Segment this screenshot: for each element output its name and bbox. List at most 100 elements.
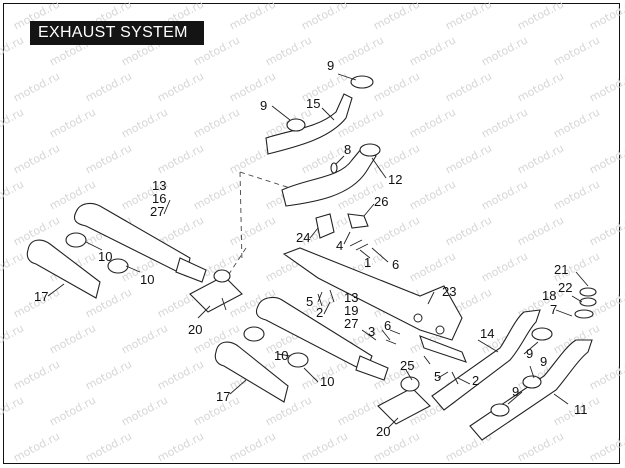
watermark-text: motod.ru	[443, 69, 494, 104]
clamp-top	[350, 75, 374, 89]
guide-line-1	[239, 171, 243, 263]
bracket-26	[347, 213, 369, 229]
page-title: EXHAUST SYSTEM	[30, 21, 204, 45]
clamp-pipe-14	[531, 327, 553, 341]
watermark-text: motod.ru	[119, 321, 170, 356]
callout-c35: 9	[526, 346, 533, 361]
watermark-text: motod.ru	[11, 429, 62, 464]
watermark-text: motod.ru	[11, 357, 62, 392]
watermark-text: motod.ru	[47, 321, 98, 356]
header-pipe-rear	[281, 147, 377, 207]
watermark-text: motod.ru	[83, 357, 134, 392]
callout-c4: 8	[344, 142, 351, 157]
watermark-text: motod.ru	[515, 69, 566, 104]
watermark-text: motod.ru	[47, 105, 98, 140]
watermark-text: motod.ru	[47, 393, 98, 428]
callout-c16: 17	[34, 289, 48, 304]
watermark-text: motod.ru	[551, 33, 602, 68]
callout-c5: 12	[388, 172, 402, 187]
frame-hole-2	[435, 325, 445, 335]
callout-c25: 22	[558, 280, 572, 295]
callout-c22: 27	[344, 316, 358, 331]
frame-lower-arm	[419, 335, 467, 363]
watermark-text: motod.ru	[0, 105, 26, 140]
watermark-text: motod.ru	[371, 213, 422, 248]
callout-c17: 20	[188, 322, 202, 337]
callout-c23: 23	[442, 284, 456, 299]
watermark-text: motod.ru	[443, 213, 494, 248]
washer-18	[574, 309, 594, 319]
watermark-text: motod.ru	[227, 213, 278, 248]
callout-c7: 16	[152, 191, 166, 206]
callout-c32: 25	[400, 358, 414, 373]
clamp-center-mount	[400, 376, 420, 392]
watermark-text: motod.ru	[155, 69, 206, 104]
callout-c8: 27	[150, 204, 164, 219]
watermark-text: motod.ru	[515, 0, 566, 33]
rear-pipe-14	[431, 309, 541, 411]
watermark-text: motod.ru	[551, 177, 602, 212]
watermark-text: motod.ru	[371, 69, 422, 104]
callout-c14: 10	[98, 249, 112, 264]
watermark-text: motod.ru	[587, 357, 625, 392]
callout-c40: 20	[376, 424, 390, 439]
frame-hole-1	[413, 313, 423, 323]
watermark-text: motod.ru	[227, 69, 278, 104]
watermark-text: motod.ru	[479, 177, 530, 212]
watermark-text: motod.ru	[11, 69, 62, 104]
callout-c21: 19	[344, 303, 358, 318]
callout-c26: 18	[542, 288, 556, 303]
watermark-text: motod.ru	[263, 393, 314, 428]
watermark-text: motod.ru	[0, 321, 26, 356]
clamp-pipe-11b	[490, 403, 510, 417]
watermark-text: motod.ru	[371, 0, 422, 33]
callout-c33: 5	[434, 369, 441, 384]
callout-c3: 15	[306, 96, 320, 111]
watermark-text: motod.ru	[11, 141, 62, 176]
watermark-text: motod.ru	[587, 429, 625, 464]
callout-c1: 9	[327, 58, 334, 73]
clamp-pipe-11a	[522, 375, 542, 389]
callout-c41: 11	[574, 402, 588, 417]
watermark-text: motod.ru	[191, 105, 242, 140]
watermark-text: motod.ru	[515, 213, 566, 248]
muffler-clamp-10d	[287, 352, 309, 368]
callout-c6: 13	[152, 178, 166, 193]
muffler-upper-left-pipe	[175, 257, 207, 283]
watermark-text: motod.ru	[191, 177, 242, 212]
guide-line-2	[239, 171, 291, 189]
watermark-text: motod.ru	[299, 429, 350, 464]
muffler-lower-center	[214, 341, 289, 403]
callout-c37: 9	[512, 384, 519, 399]
callout-c2: 9	[260, 98, 267, 113]
watermark-text: motod.ru	[443, 0, 494, 33]
callout-c30: 14	[480, 326, 494, 341]
callout-c19: 2	[316, 305, 323, 320]
watermark-text: motod.ru	[407, 105, 458, 140]
callout-c10: 24	[296, 230, 310, 245]
muffler-center-pipe	[355, 355, 389, 381]
gasket-8	[330, 162, 338, 174]
watermark-text: motod.ru	[479, 33, 530, 68]
callout-labels: 9 9 15 8 12 13 16 27 26 24 4 1 6 10 10 1…	[34, 58, 588, 439]
leader-lines	[47, 73, 589, 429]
watermark-text: motod.ru	[83, 141, 134, 176]
watermark-text: motod.ru	[83, 429, 134, 464]
watermark-text: motod.ru	[155, 357, 206, 392]
muffler-lower-left	[26, 239, 101, 299]
watermark-text: motod.ru	[335, 33, 386, 68]
watermark-text: motod.ru	[407, 249, 458, 284]
watermark-text: motod.ru	[263, 33, 314, 68]
watermark-text: motod.ru	[83, 69, 134, 104]
muffler-clamp-10c	[243, 326, 265, 342]
watermark-text: motod.ru	[551, 105, 602, 140]
watermark-text: motod.ru	[299, 0, 350, 33]
watermark-text: motod.ru	[227, 429, 278, 464]
watermark-text: motod.ru	[155, 141, 206, 176]
callout-c31: 10	[274, 348, 288, 363]
callout-c24: 21	[554, 262, 568, 277]
watermark-text: motod.ru	[443, 141, 494, 176]
callout-c34: 2	[472, 373, 479, 388]
hardware-bolts	[221, 239, 459, 385]
muffler-clamp-10b	[107, 258, 129, 274]
